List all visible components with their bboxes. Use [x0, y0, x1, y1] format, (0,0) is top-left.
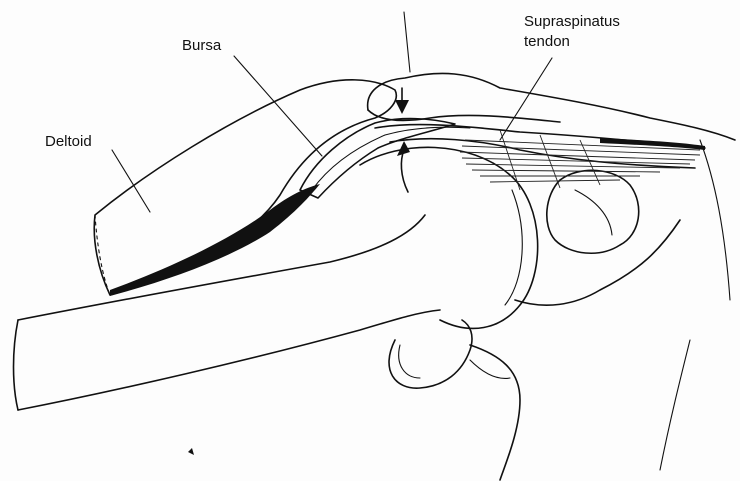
axillary-pouch-inner: [399, 345, 420, 378]
supraspinatus-label-line2: tendon: [524, 33, 570, 50]
humerus-shaft-lower-outline: [18, 310, 440, 410]
deltoid-label: Deltoid: [45, 133, 92, 150]
subacromial-bursa-shadow: [110, 184, 320, 296]
glenoid-outline: [515, 220, 680, 305]
scapula-right-line: [700, 140, 730, 300]
humeral-head-inner-contour: [505, 190, 522, 305]
humeral-head-outline: [360, 147, 538, 328]
deltoid-leader-line: [112, 150, 150, 212]
impingement-down-arrow: [395, 88, 409, 114]
top-pointer-line: [404, 12, 410, 72]
bursa-label: Bursa: [182, 37, 222, 54]
bursa-sac-outline: [300, 119, 455, 198]
bursa-leader-line: [234, 56, 322, 156]
deltoid-outline: [94, 80, 396, 295]
stray-mark: [188, 448, 194, 455]
supraspinatus-leader-line: [500, 58, 552, 140]
scapula-neck-outline: [470, 345, 520, 480]
coracoid-process-outline: [547, 170, 639, 253]
acromion-outline: [368, 73, 735, 140]
humerus-shaft-upper-outline: [18, 215, 425, 320]
impingement-up-arrow: [397, 141, 410, 192]
axillary-pouch-outline: [389, 320, 472, 388]
supraspinatus-label-line1: Supraspinatus: [524, 13, 620, 30]
humerus-end-cap: [14, 320, 19, 410]
coracoid-inner-line: [575, 190, 612, 235]
scapula-edge-line: [660, 340, 690, 470]
acromion-underside: [368, 110, 560, 122]
